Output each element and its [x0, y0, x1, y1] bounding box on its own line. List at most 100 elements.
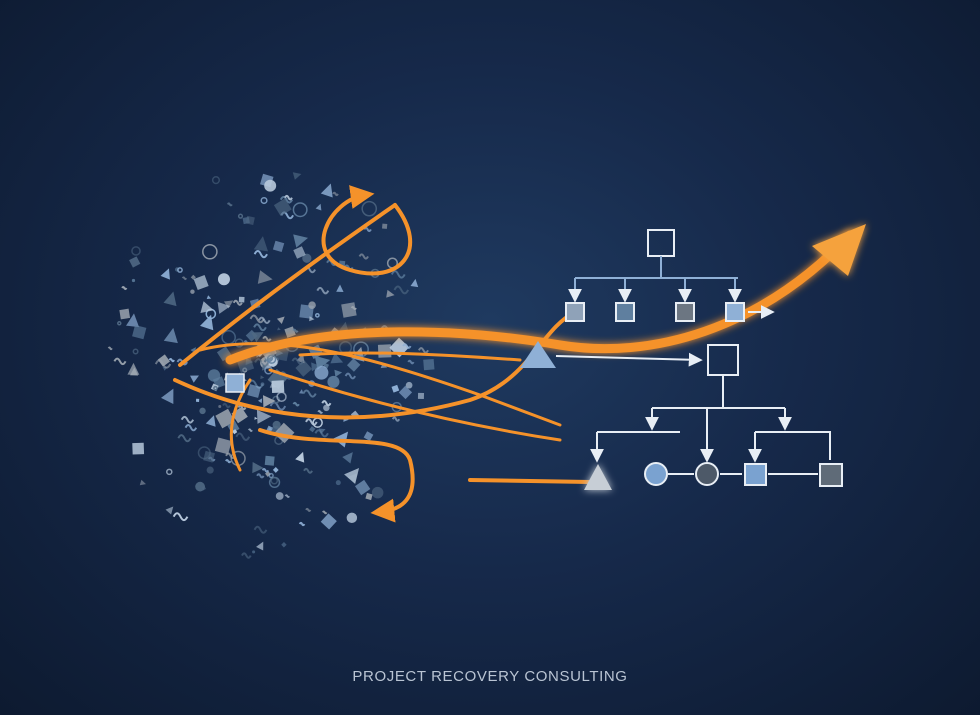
chaos-fragment: [195, 398, 200, 402]
chaos-fragment: [258, 316, 271, 324]
chaos-fragment: [252, 550, 256, 554]
chaos-fragment: [241, 552, 252, 559]
chaos-fragment: [315, 203, 322, 211]
chaos-fragment: [163, 327, 178, 344]
diagram-triangle-middle: [520, 341, 556, 368]
diagram-level2-node-2: [615, 302, 635, 322]
chaos-fragment: [308, 301, 316, 309]
chaos-fragment: [344, 468, 360, 484]
chaos-fragment: [168, 357, 175, 363]
chaos-fragment: [247, 384, 261, 398]
chaos-fragment: [232, 299, 243, 306]
chaos-fragment: [264, 179, 277, 192]
chaos-fragment: [121, 285, 128, 291]
chaos-fragment: [292, 202, 308, 218]
orange-loop-top: [321, 185, 413, 276]
chaos-fragment: [190, 274, 196, 280]
chaos-fragment: [371, 486, 384, 499]
chaos-fragment: [129, 256, 141, 268]
chaos-fragment: [293, 246, 306, 259]
chaos-fragment: [166, 468, 173, 476]
diagram-level2-node-1: [565, 302, 585, 322]
chaos-fragment: [237, 213, 244, 219]
chaos-fragment: [206, 466, 214, 474]
diagram-bottom-circle-1: [644, 462, 668, 486]
diagram-middle-flow-arrow: [555, 352, 703, 367]
chaos-fragment: [336, 284, 344, 292]
chaos-fragment: [269, 401, 287, 411]
chaos-fragment: [217, 273, 230, 286]
chaos-fragment: [272, 395, 280, 404]
chaos-fragment: [353, 341, 369, 358]
chaos-fragment: [184, 424, 198, 432]
chaos-fragment: [332, 191, 339, 197]
chaos-fragment: [317, 410, 324, 414]
chaos-fragment: [257, 270, 273, 284]
chaos-fragment: [377, 344, 392, 358]
chaos-fragment: [113, 357, 127, 366]
flow-diagram: [555, 229, 843, 487]
chaos-fragment: [386, 289, 395, 298]
chaos-fragment: [223, 300, 234, 309]
chaos-fragment: [314, 365, 329, 380]
diagram-bottom-square-2: [819, 463, 843, 487]
chaos-fragment: [225, 459, 232, 464]
diagram-bottom-square-1: [744, 463, 767, 486]
chaos-fragment: [334, 369, 343, 378]
chaos-fragment: [260, 196, 268, 205]
chaos-fragment: [320, 513, 337, 530]
chaos-fragment: [253, 236, 269, 252]
chaos-fragment: [221, 330, 236, 345]
chaos-fragment: [253, 250, 268, 259]
chaos-fragment: [323, 404, 330, 412]
chaos-fragment: [346, 512, 358, 524]
chaos-fragment: [393, 285, 410, 295]
chaos-fragment: [272, 240, 285, 253]
chaos-fragment: [247, 428, 253, 432]
chaos-fragment: [251, 332, 264, 343]
chaos-fragment: [132, 442, 145, 455]
chaos-fragment: [211, 176, 221, 185]
chaos-fragment: [305, 418, 318, 426]
chaos-fragment: [261, 361, 267, 365]
chaos-fragment: [417, 392, 425, 399]
chaos-fragment: [318, 428, 326, 435]
chaos-fragment: [417, 347, 429, 354]
chaos-fragment: [402, 343, 412, 349]
chaos-fragment: [271, 380, 285, 394]
chaos-fragment: [254, 416, 258, 420]
chaos-fragment: [126, 313, 140, 328]
chaos-fragment: [161, 388, 174, 405]
chaos-fragment: [256, 409, 272, 424]
chaos-fragment: [276, 316, 285, 325]
chaos-fragment: [303, 467, 313, 474]
chaos-fragment: [190, 375, 199, 383]
chaos-fragment: [292, 401, 300, 407]
orange-curve-2: [173, 310, 577, 420]
chaos-fragment: [302, 389, 317, 398]
chaos-fragment: [295, 451, 305, 463]
chaos-fragment: [330, 352, 344, 364]
chaos-fragment: [190, 289, 195, 294]
chaos-fragment: [361, 200, 378, 217]
diagram-middle-node: [707, 344, 739, 376]
chaos-fragment: [193, 275, 209, 291]
chaos-fragments-cluster: [107, 172, 435, 559]
chaos-fragment: [273, 198, 292, 217]
chaos-fragment: [270, 476, 279, 485]
chaos-fragment: [391, 416, 401, 422]
orange-curve-1: [178, 203, 397, 367]
chaos-fragment: [266, 354, 277, 364]
chaos-fragment: [235, 432, 251, 441]
chaos-fragment: [363, 431, 374, 441]
diagram-bottom-circle-2: [695, 462, 719, 486]
chaos-fragment: [261, 467, 270, 473]
chaos-fragment: [253, 525, 268, 534]
chaos-fragment: [252, 462, 264, 474]
chaos-fragment: [281, 542, 287, 548]
chaos-fragment: [238, 296, 245, 303]
chaos-fragment: [284, 326, 296, 338]
chaos-fragment: [163, 291, 177, 307]
chaos-fragment: [311, 362, 321, 372]
